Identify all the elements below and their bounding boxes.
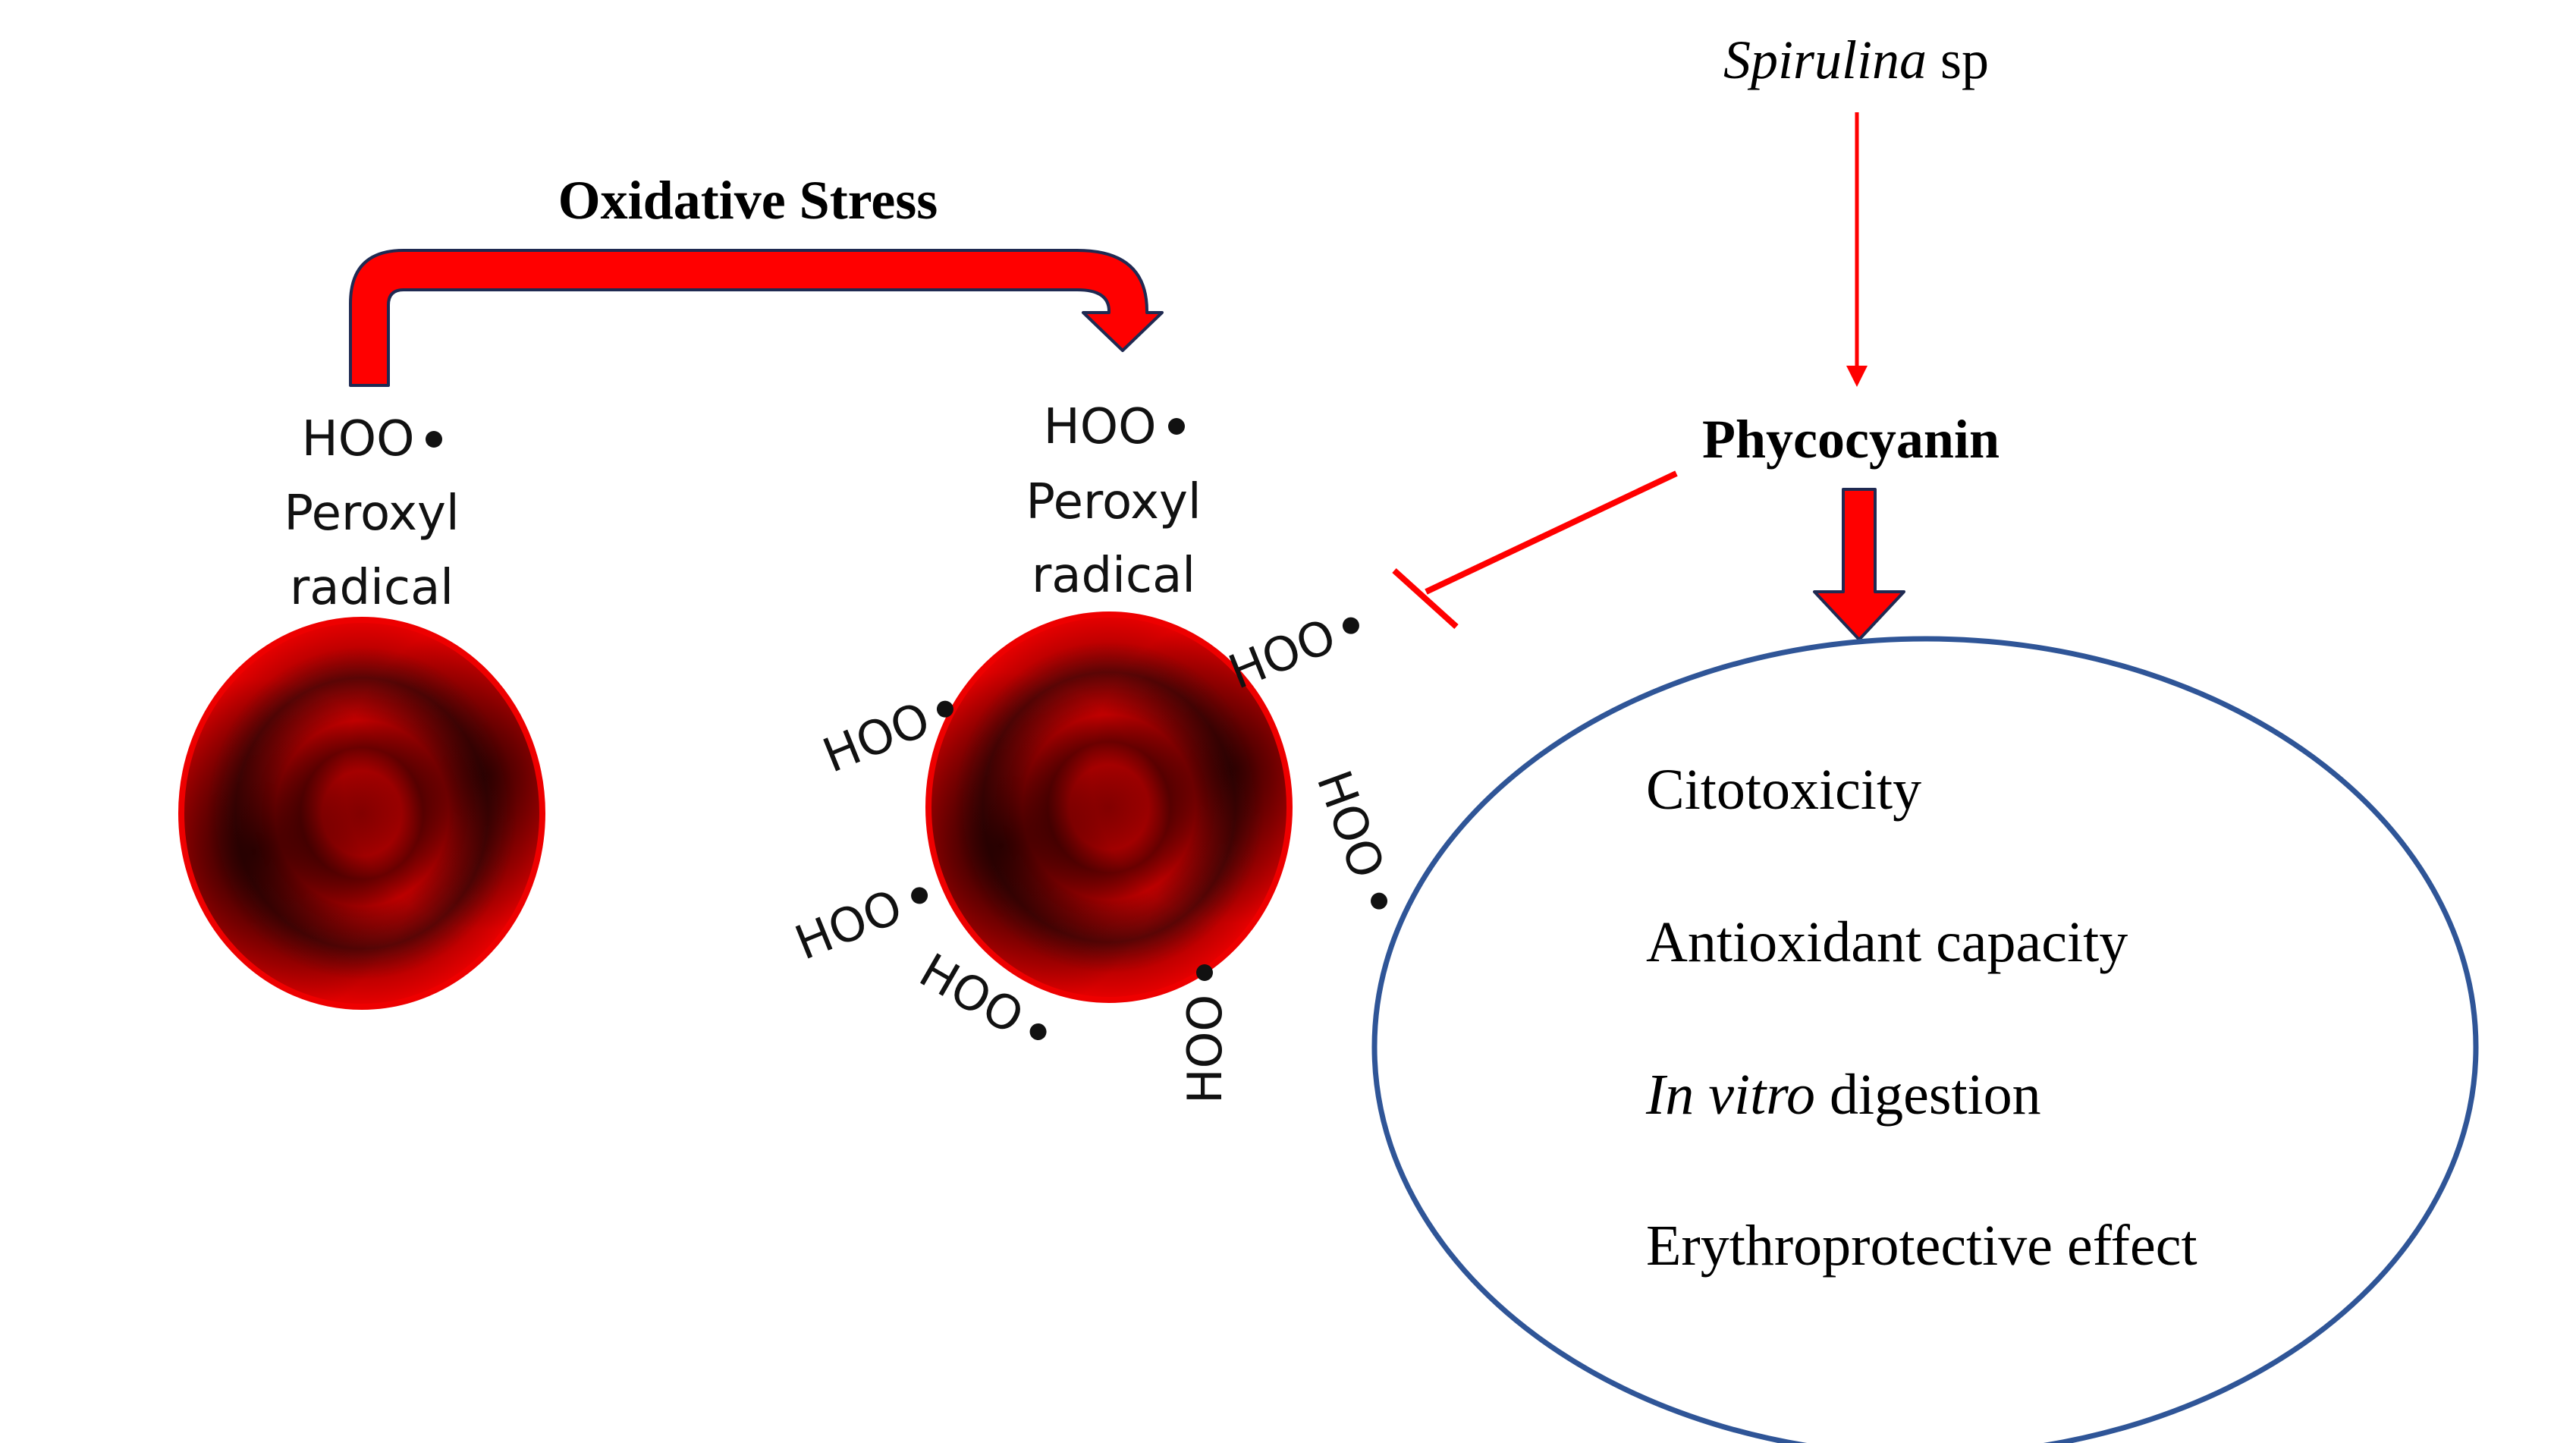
- svg-text:HOO: HOO: [1306, 763, 1396, 885]
- svg-text:HOO: HOO: [1044, 399, 1157, 455]
- middle-radical-label: HOO Peroxyl radical: [1026, 399, 1201, 604]
- cell-radical-left: HOO: [787, 879, 928, 971]
- radical-name-line2: radical: [1032, 548, 1195, 604]
- effects-ellipse: [1371, 636, 2479, 1443]
- cell-radical-bottom: HOO: [1177, 964, 1233, 1104]
- svg-text:HOO: HOO: [787, 879, 909, 971]
- radical-name-line1: Peroxyl: [284, 486, 459, 542]
- effect-item: In vitro digestion: [1645, 1063, 2041, 1127]
- radical-formula: HOO: [1044, 399, 1157, 455]
- svg-text:HOO: HOO: [1221, 608, 1343, 700]
- effect-item: Erythroprotective effect: [1646, 1214, 2197, 1278]
- svg-text:HOO: HOO: [815, 691, 938, 784]
- effect-item: Citotoxicity: [1646, 758, 1921, 822]
- radical-formula: HOO: [302, 411, 415, 467]
- radical-name-line2: radical: [290, 560, 454, 616]
- source-organism: Spirulina sp: [1723, 30, 1989, 90]
- left-radical-label: HOO Peroxyl radical: [284, 411, 459, 616]
- red-blood-cell-stressed: [925, 611, 1293, 1003]
- inhibition-line: [1392, 470, 1678, 629]
- cell-radical-right: HOO: [1306, 763, 1396, 910]
- cell-radical-upper-right: HOO: [1221, 608, 1359, 700]
- compound-label: Phycocyanin: [1702, 409, 2000, 470]
- radical-dot: [426, 431, 442, 448]
- compound-to-effects-arrow: [1813, 488, 1905, 641]
- source-to-compound-arrow: [1846, 112, 1868, 387]
- red-blood-cell-healthy: [178, 617, 545, 1010]
- radical-dot: [1168, 418, 1185, 435]
- radical-name-line1: Peroxyl: [1026, 474, 1201, 530]
- effects-list: Citotoxicity Antioxidant capacity In vit…: [1645, 758, 2197, 1278]
- oxidative-stress-arrow-shape: [349, 249, 1164, 387]
- svg-text:HOO: HOO: [1177, 995, 1233, 1104]
- effect-item: Antioxidant capacity: [1646, 910, 2128, 974]
- oxidative-stress-title: Oxidative Stress: [558, 170, 938, 231]
- svg-text:HOO: HOO: [302, 411, 415, 467]
